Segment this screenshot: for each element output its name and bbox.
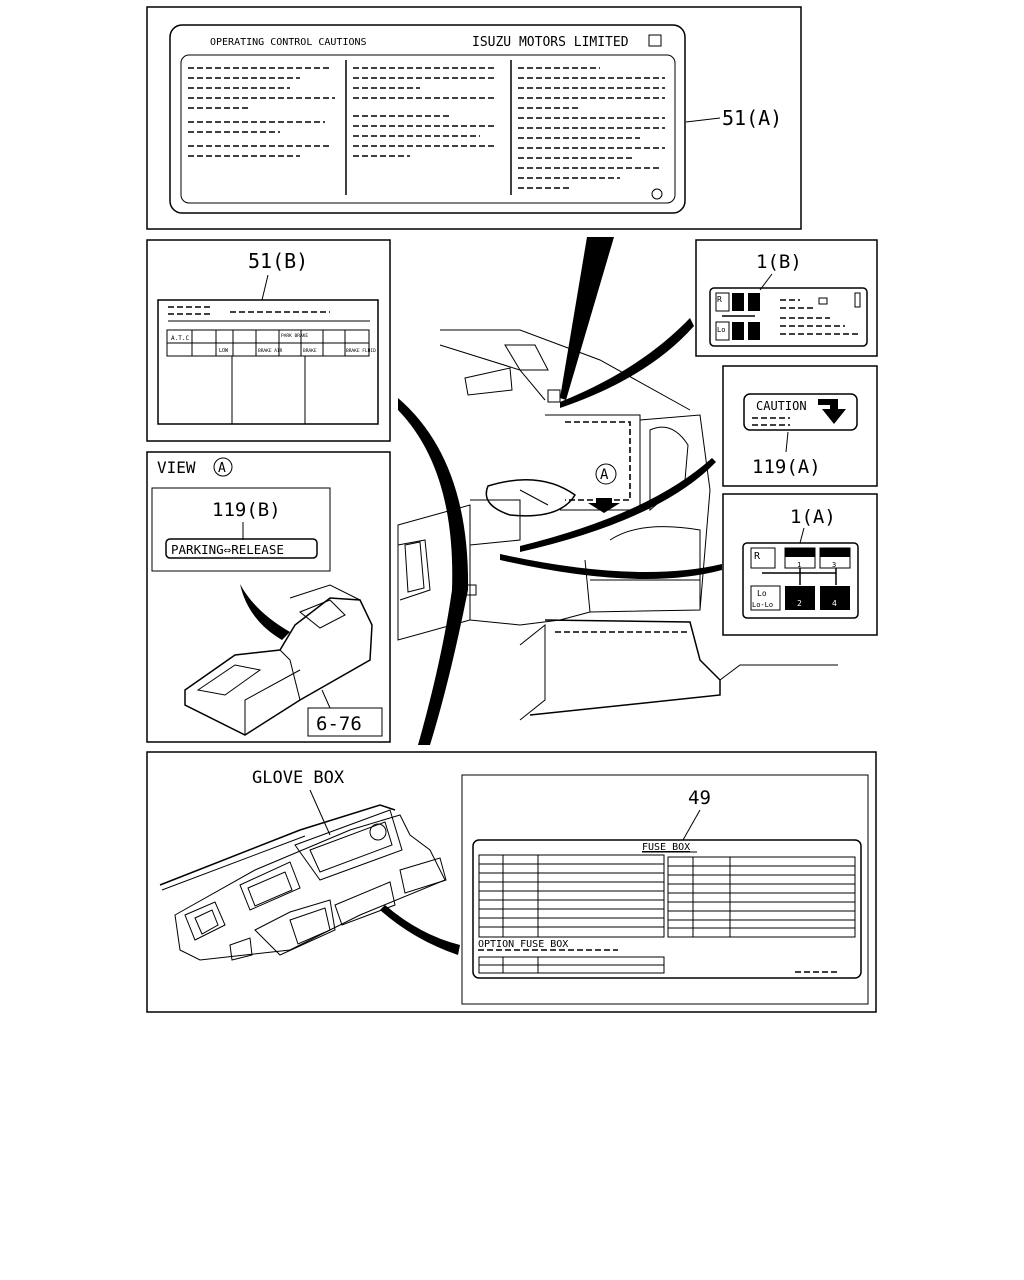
cell-brake-fluid: BRAKE FLUID bbox=[346, 348, 376, 354]
fuse-box-title: FUSE BOX bbox=[642, 842, 690, 853]
option-fuse-table bbox=[478, 956, 665, 974]
callout-1a: 1(A) bbox=[790, 506, 836, 528]
callout-119b: 119(B) bbox=[212, 499, 281, 521]
option-fuse-box-title: OPTION FUSE BOX bbox=[478, 939, 568, 950]
panel-51a: OPERATING CONTROL CAUTIONS ISUZU MOTORS … bbox=[146, 6, 802, 230]
cab-marker-a: A bbox=[600, 467, 609, 483]
panel-1a: 1(A) R 1 3 Lo Lo-Lo 2 4 bbox=[722, 493, 878, 636]
gear-2-1a: 2 bbox=[797, 599, 802, 608]
panel-glove-box: GLOVE BOX 49 FUSE BOX bbox=[146, 751, 877, 1013]
cell-low: LOW bbox=[219, 348, 229, 354]
callout-119a: 119(A) bbox=[752, 456, 821, 478]
cab-interior-drawing: A bbox=[397, 237, 838, 745]
label-51a-header-right: ISUZU MOTORS LIMITED bbox=[472, 35, 629, 50]
callout-49: 49 bbox=[688, 787, 711, 809]
panel-view-a: VIEW A 119(B) PARKING⇔RELEASE 6-76 bbox=[146, 451, 391, 743]
cell-park-brake: PARK BRAKE bbox=[281, 333, 308, 339]
label-51b-indicator-cells bbox=[191, 330, 346, 356]
view-marker: A bbox=[218, 461, 226, 476]
gear-3-1a: 3 bbox=[832, 561, 836, 569]
cell-brake-air: BRAKE AIR bbox=[258, 348, 283, 354]
fuse-table-right bbox=[667, 856, 856, 938]
cell-atc: A.T.C bbox=[171, 335, 189, 342]
parking-release-plate: PARKING⇔RELEASE bbox=[171, 542, 284, 557]
fuse-table-left bbox=[478, 854, 665, 938]
gear-1-1a: 1 bbox=[797, 561, 801, 569]
gear-lolo-1a: Lo-Lo bbox=[752, 601, 773, 609]
center-console-drawing bbox=[184, 584, 373, 736]
cell-brake: BRAKE bbox=[303, 348, 317, 354]
caution-text: CAUTION bbox=[756, 399, 807, 413]
gear-r-1b: R bbox=[717, 295, 722, 304]
callout-51b: 51(B) bbox=[248, 249, 308, 273]
panel-51b: 51(B) A.T.C LOW PARK BRAKE BRAKE AIR BRA… bbox=[146, 239, 391, 442]
gear-lo-1a: Lo bbox=[757, 589, 767, 598]
panel-119a: CAUTION 119(A) bbox=[722, 365, 878, 487]
gear-4-1a: 4 bbox=[832, 599, 837, 608]
glove-box-title: GLOVE BOX bbox=[252, 768, 345, 788]
gear-r-1a: R bbox=[754, 551, 761, 562]
gear-lo-1b: Lo bbox=[717, 326, 725, 334]
glove-box-dashboard-drawing bbox=[159, 804, 447, 961]
label-51a-header-left: OPERATING CONTROL CAUTIONS bbox=[210, 37, 367, 48]
turn-arrow-icon bbox=[818, 399, 846, 424]
view-title: VIEW bbox=[157, 458, 196, 477]
page-ref: 6-76 bbox=[316, 713, 362, 735]
manual-book-icon bbox=[648, 34, 662, 47]
callout-51a: 51(A) bbox=[722, 106, 782, 130]
panel-1b: 1(B) R Lo bbox=[695, 239, 878, 357]
label-51a-text-columns bbox=[188, 67, 665, 189]
callout-1b: 1(B) bbox=[756, 251, 802, 273]
